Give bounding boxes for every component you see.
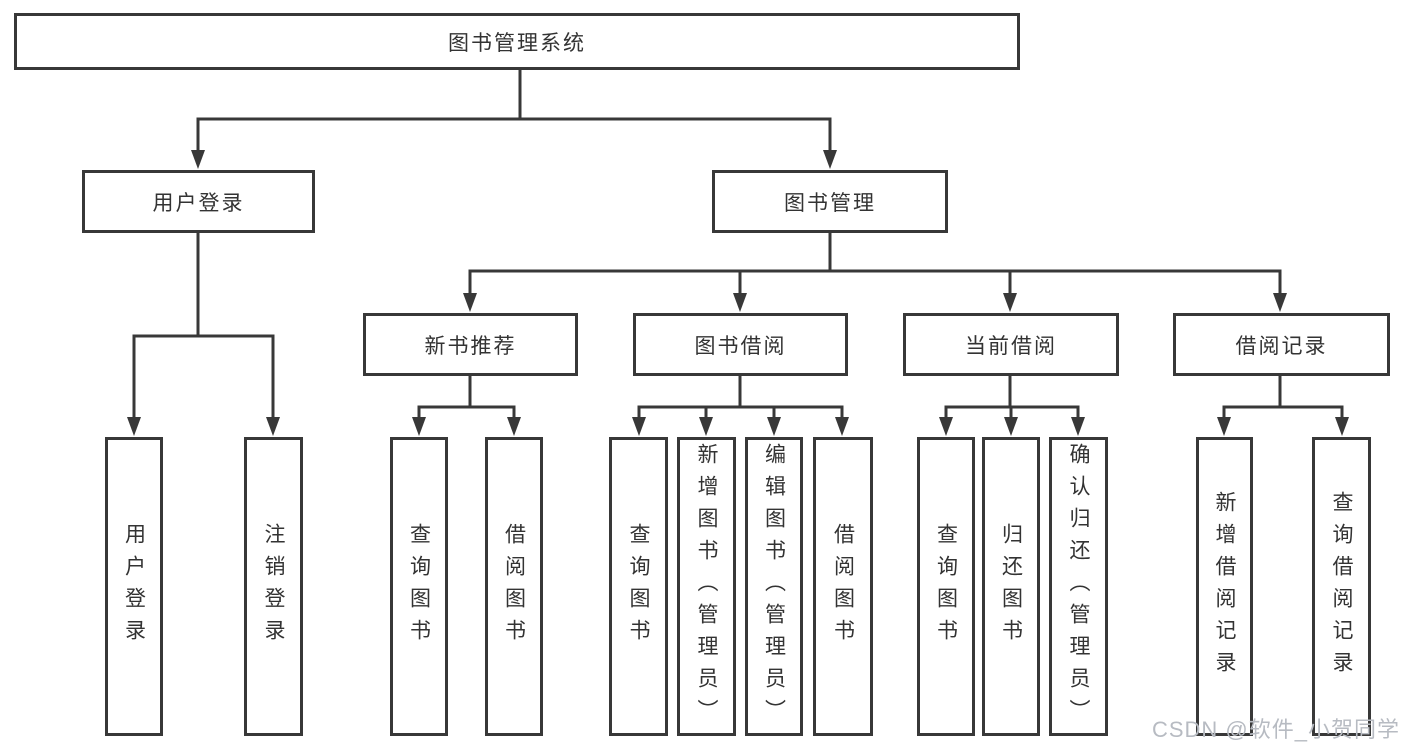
leaf-query-books-current: 查询图书 — [917, 437, 975, 736]
leaf-label: 借阅图书 — [502, 522, 526, 651]
connector-borrow-records-to-leaves — [1217, 374, 1349, 436]
node-label: 新书推荐 — [424, 334, 517, 358]
node-user-login: 用户登录 — [82, 170, 315, 233]
leaf-label: 查询图书 — [627, 522, 650, 651]
connector-book-mgmt-to-level3 — [463, 231, 1287, 312]
connector-current-borrow-to-leaves — [939, 374, 1085, 436]
leaf-edit-books-admin: 编辑图书（管理员） — [745, 437, 803, 736]
node-root-system: 图书管理系统 — [14, 13, 1020, 70]
leaf-label: 查询借阅记录 — [1330, 490, 1353, 683]
node-book-borrow: 图书借阅 — [633, 313, 848, 376]
node-label: 当前借阅 — [965, 334, 1057, 358]
leaf-query-books-borrow: 查询图书 — [609, 437, 668, 736]
leaf-borrow-books: 借阅图书 — [813, 437, 873, 736]
node-new-book-recommend: 新书推荐 — [363, 313, 578, 376]
node-label: 用户登录 — [152, 191, 245, 215]
leaf-add-borrow-record: 新增借阅记录 — [1196, 437, 1253, 736]
connector-book-borrow-to-leaves — [632, 374, 849, 436]
leaf-confirm-return-admin: 确认归还（管理员） — [1049, 437, 1108, 736]
csdn-watermark: CSDN @软件_小贺同学 — [1151, 717, 1400, 742]
connector-user-login-to-leaves — [127, 231, 280, 436]
leaf-label: 归还图书 — [999, 522, 1023, 651]
node-label: 图书管理 — [784, 191, 876, 215]
node-current-borrow: 当前借阅 — [903, 313, 1119, 376]
connector-new-book-rec-to-leaves — [412, 374, 521, 436]
leaf-borrow-books-recommend: 借阅图书 — [485, 437, 543, 736]
leaf-logout: 注销登录 — [244, 437, 303, 736]
leaf-query-books-recommend: 查询图书 — [390, 437, 448, 736]
leaf-label: 编辑图书（管理员） — [762, 442, 786, 731]
leaf-label: 查询图书 — [934, 522, 958, 651]
leaf-label: 注销登录 — [262, 522, 285, 651]
leaf-label: 查询图书 — [407, 522, 431, 651]
leaf-return-books: 归还图书 — [982, 437, 1040, 736]
leaf-add-books-admin: 新增图书（管理员） — [677, 437, 736, 736]
node-label: 借阅记录 — [1235, 334, 1328, 358]
leaf-label: 新增借阅记录 — [1213, 490, 1236, 683]
leaf-label: 确认归还（管理员） — [1067, 442, 1090, 731]
leaf-label: 用户登录 — [122, 522, 146, 651]
leaf-label: 新增图书（管理员） — [695, 442, 718, 731]
leaf-label: 借阅图书 — [831, 522, 855, 651]
node-label: 图书管理系统 — [448, 31, 586, 55]
node-book-management: 图书管理 — [712, 170, 948, 233]
connector-root-to-level2 — [191, 68, 837, 169]
leaf-user-login: 用户登录 — [105, 437, 163, 736]
leaf-query-borrow-record: 查询借阅记录 — [1312, 437, 1371, 736]
node-borrow-records: 借阅记录 — [1173, 313, 1390, 376]
node-label: 图书借阅 — [694, 334, 787, 358]
